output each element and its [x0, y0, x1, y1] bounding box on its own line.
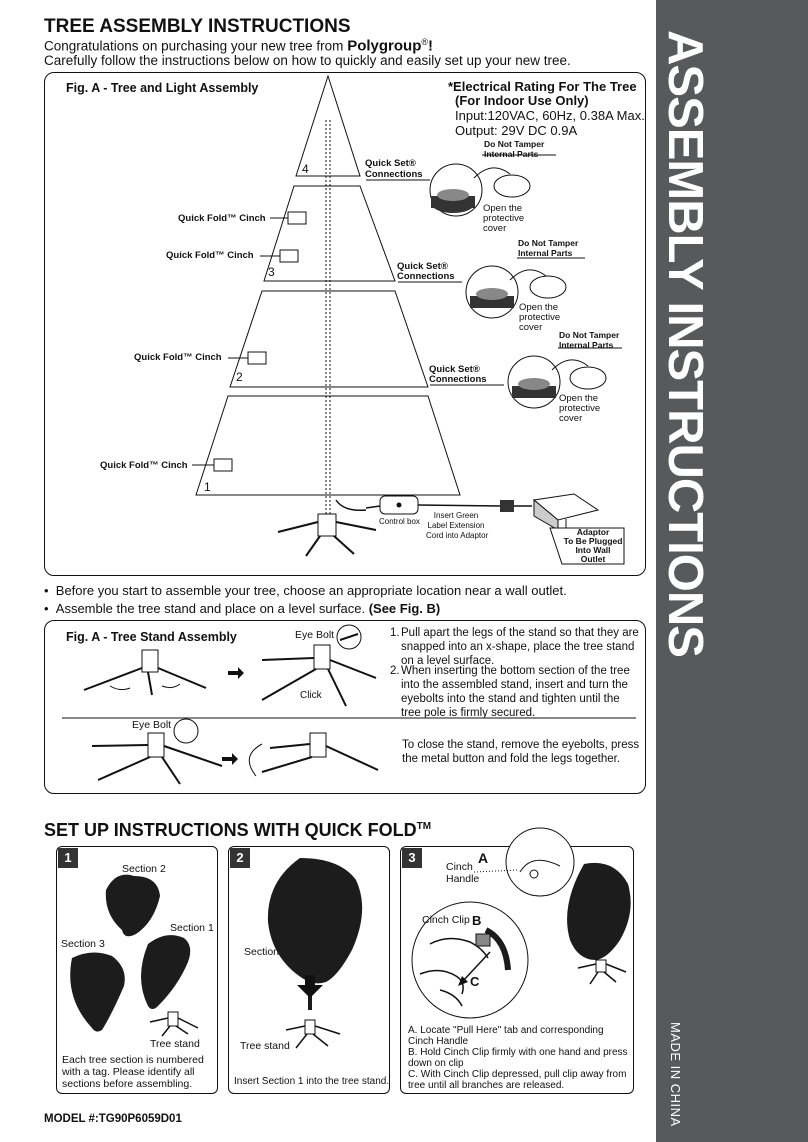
page-title: TREE ASSEMBLY INSTRUCTIONS	[44, 16, 351, 37]
p1-section-3: Section 3	[61, 938, 105, 950]
cinch-label-1: Quick Fold™ Cinch	[178, 213, 266, 224]
p2-note: Insert Section 1 into the tree stand.	[234, 1076, 390, 1087]
cinch-label-3: Quick Fold™ Cinch	[134, 352, 222, 363]
panel-1-number: 1	[58, 848, 78, 868]
side-title: ASSEMBLY INSTRUCTIONS	[658, 30, 712, 657]
setup-title: SET UP INSTRUCTIONS WITH QUICK FOLDTM	[44, 820, 432, 840]
bullet-2: • Assemble the tree stand and place on a…	[44, 601, 441, 616]
fig-a-title: Fig. A - Tree and Light Assembly	[66, 81, 259, 95]
quick-set-label-3a: Quick Set®	[429, 364, 480, 375]
p3-cinch-clip: Cinch Clip	[422, 914, 470, 926]
brand-name: Polygroup	[347, 37, 422, 55]
p3-step-b: B. Hold Cinch Clip firmly with one hand …	[408, 1047, 628, 1069]
cinch-label-4: Quick Fold™ Cinch	[100, 460, 188, 471]
tier-number-3: 3	[268, 265, 275, 279]
rating-output: Output: 29V DC 0.9A	[455, 123, 578, 138]
p1-note: Each tree section is numbered with a tag…	[62, 1054, 204, 1090]
tier-number-2: 2	[236, 370, 243, 384]
bullet-1: • Before you start to assemble your tree…	[44, 583, 567, 598]
tier-number-4: 4	[302, 162, 309, 176]
p3-label-c: C	[470, 974, 480, 989]
quick-set-label-1a: Quick Set®	[365, 158, 416, 169]
p3-label-b: B	[472, 913, 482, 928]
stand-close-text: To close the stand, remove the eyebolts,…	[402, 739, 640, 765]
eye-bolt-label-1: Eye Bolt	[295, 629, 335, 641]
tree-tier-4	[295, 74, 361, 177]
stand-step-1: 1. Pull apart the legs of the stand so t…	[390, 627, 639, 667]
quick-set-label-1b: Connections	[365, 169, 423, 180]
tree-tier-1	[195, 395, 461, 496]
p3-step-c: C. With Cinch Clip depressed, pull clip …	[408, 1069, 627, 1091]
intro-line-1: Congratulations on purchasing your new t…	[44, 37, 433, 55]
panel-3-number: 3	[402, 848, 422, 868]
cinch-label-2: Quick Fold™ Cinch	[166, 250, 254, 261]
p1-section-2: Section 2	[122, 863, 166, 875]
side-bar	[656, 0, 808, 1142]
p3-step-a: A. Locate "Pull Here" tab and correspond…	[408, 1025, 604, 1047]
control-box-label: Control box	[379, 517, 420, 526]
model-number: MODEL #:TG90P6059D01	[44, 1113, 182, 1125]
quick-set-label-2a: Quick Set®	[397, 261, 448, 272]
stand-step-2: 2. When inserting the bottom section of …	[390, 665, 630, 719]
p2-tree-stand: Tree stand	[240, 1040, 290, 1052]
rating-title-1: *Electrical Rating For The Tree	[448, 79, 637, 94]
quick-set-label-3b: Connections	[429, 374, 487, 385]
intro-line-2: Carefully follow the instructions below …	[44, 53, 571, 68]
p1-section-1: Section 1	[170, 922, 214, 934]
brand-bang: !	[428, 37, 433, 55]
brand-reg: ®	[421, 37, 428, 47]
rating-input: Input:120VAC, 60Hz, 0.38A Max.	[455, 108, 645, 123]
eye-bolt-label-2: Eye Bolt	[132, 719, 172, 731]
side-title-area: ASSEMBLY INSTRUCTIONS	[640, 30, 730, 657]
p3-label-a: A	[478, 850, 489, 866]
p3-steps: A. Locate "Pull Here" tab and correspond…	[408, 1025, 630, 1091]
stand-panel	[44, 620, 646, 794]
click-label: Click	[300, 690, 322, 701]
tier-number-1: 1	[204, 480, 211, 494]
tree-tier-2	[229, 290, 429, 388]
rating-title-2: (For Indoor Use Only)	[455, 93, 589, 108]
congrats-text: Congratulations on purchasing your new t…	[44, 38, 344, 54]
quick-set-label-2b: Connections	[397, 271, 455, 282]
made-in-label: MADE IN CHINA	[668, 1022, 683, 1127]
p1-tree-stand: Tree stand	[150, 1038, 200, 1050]
stand-title: Fig. A - Tree Stand Assembly	[66, 630, 237, 644]
panel-2-number: 2	[230, 848, 250, 868]
